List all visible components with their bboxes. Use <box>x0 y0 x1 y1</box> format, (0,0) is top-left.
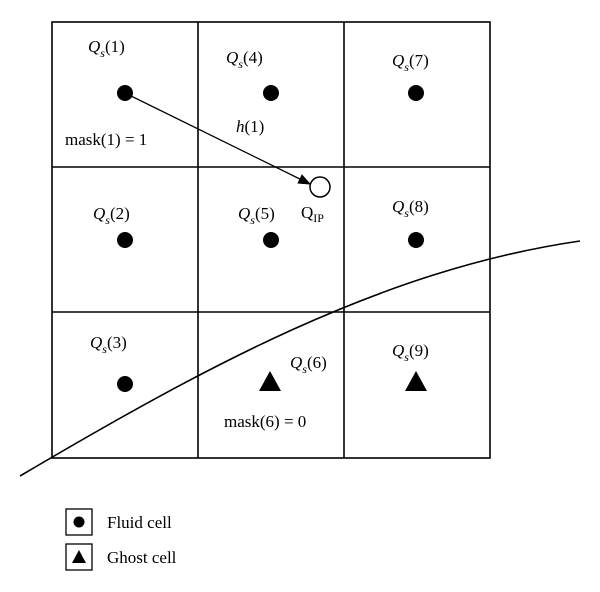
fluid-cell-marker-1 <box>117 85 133 101</box>
fluid-cell-marker-4 <box>263 85 279 101</box>
fluid-cell-marker-8 <box>408 232 424 248</box>
mask-1-label: mask(1) = 1 <box>65 130 147 149</box>
legend-ghost-icon <box>72 550 86 563</box>
ghost-cell-marker-9 <box>405 371 427 391</box>
fluid-cell-marker-3 <box>117 376 133 392</box>
fluid-cell-marker-2 <box>117 232 133 248</box>
image-point-circle <box>309 176 331 198</box>
grid-border <box>51 21 491 459</box>
grid <box>51 21 491 459</box>
legend-fluid-label: Fluid cell <box>107 513 172 532</box>
mask-6-label: mask(6) = 0 <box>224 412 306 431</box>
cell-label-8: Qs(8) <box>392 197 429 220</box>
cell-label-9: Qs(9) <box>392 341 429 364</box>
cell-label-3: Qs(3) <box>90 333 127 356</box>
cell-label-7: Qs(7) <box>392 51 429 74</box>
fluid-cell-marker-5 <box>263 232 279 248</box>
cell-label-6: Qs(6) <box>290 353 327 376</box>
legend-ghost-label: Ghost cell <box>107 548 177 567</box>
legend-fluid-icon <box>73 516 85 528</box>
image-point-label: QIP <box>301 203 324 225</box>
cell-label-1: Qs(1) <box>88 37 125 60</box>
cell-label-5: Qs(5) <box>238 204 275 227</box>
fluid-cell-marker-7 <box>408 85 424 101</box>
cell-label-2: Qs(2) <box>93 204 130 227</box>
h1-arrow <box>124 92 312 185</box>
ghost-cell-marker-6 <box>259 371 281 391</box>
h1-label: h(1) <box>236 117 264 136</box>
legend: Fluid cell Ghost cell <box>65 508 177 571</box>
cell-markers <box>117 85 427 392</box>
cell-label-4: Qs(4) <box>226 48 263 71</box>
boundary-curve <box>19 240 581 477</box>
